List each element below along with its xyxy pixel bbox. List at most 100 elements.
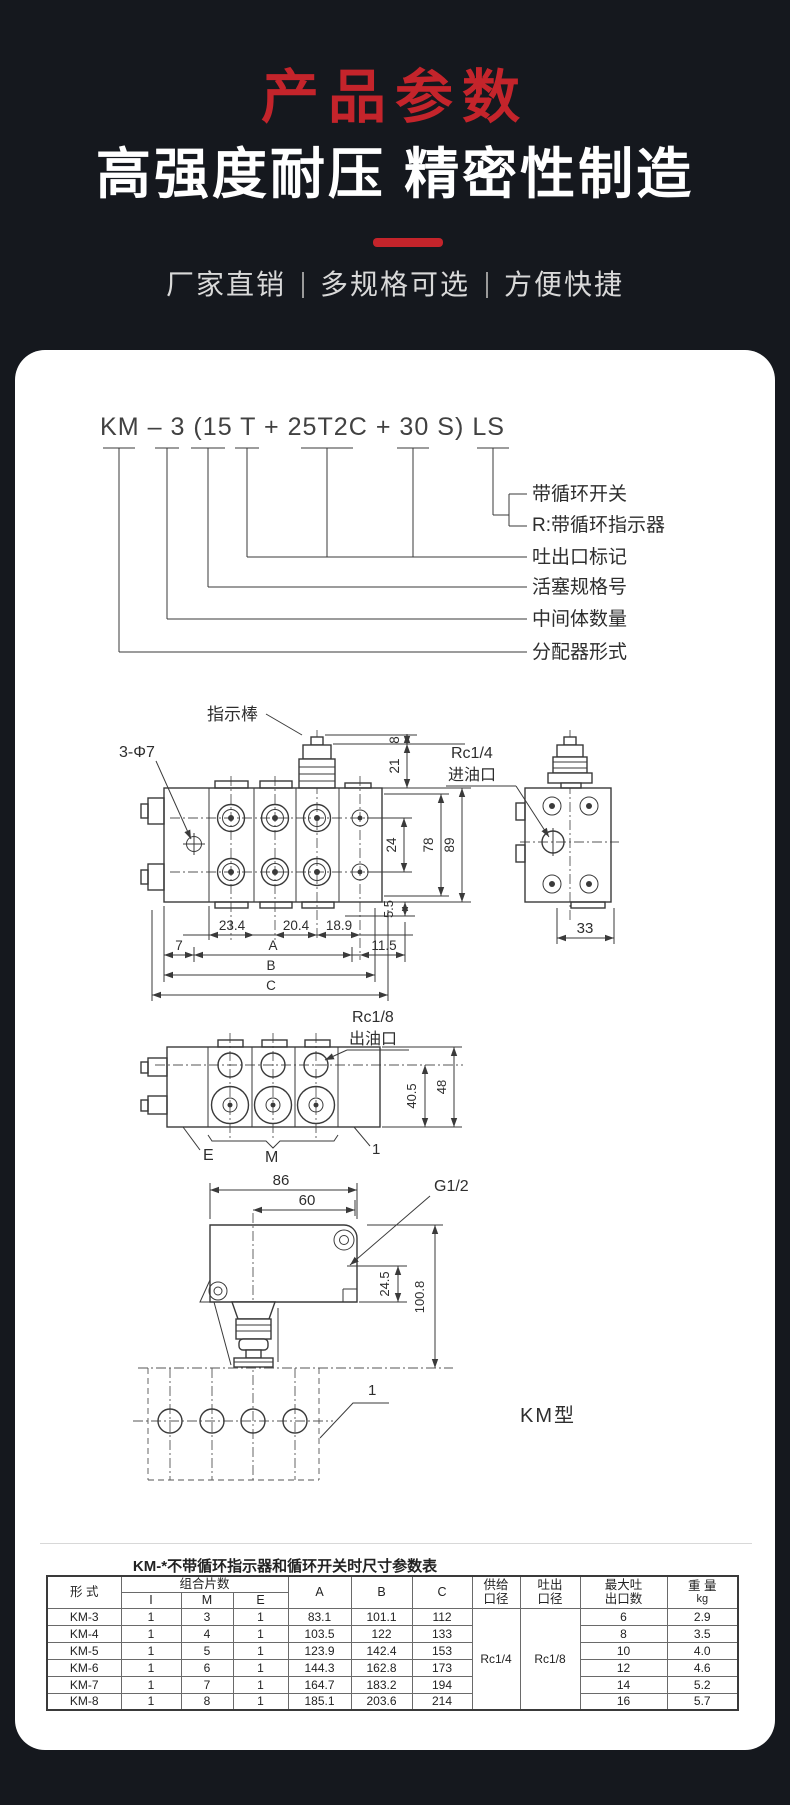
tagline: 厂家直销多规格可选方便快捷 (0, 263, 790, 303)
callout-piston-spec: 活塞规格号 (532, 576, 627, 598)
spec-table-cell: 1 (120, 1675, 182, 1694)
spec-table-cell: KM-4 (46, 1624, 122, 1643)
spec-table-cell: 173 (411, 1658, 473, 1677)
tagline-part: 多规格可选 (319, 269, 470, 300)
table-title: KM-*不带循环指示器和循环开关时尺寸参数表 (132, 1558, 438, 1575)
outlet-port-label: Rc1/8 (352, 1009, 394, 1026)
callout-intermediate-count: 中间体数量 (532, 608, 627, 630)
spec-table-cell: 14 (579, 1675, 668, 1694)
dim-20-4: 20.4 (283, 918, 310, 933)
table-separator (40, 1543, 752, 1544)
dim-18-9: 18.9 (326, 918, 352, 933)
pump-port-label: G1/2 (434, 1178, 469, 1195)
page-title: 产品参数 (260, 65, 529, 130)
grease-fitting (231, 1301, 276, 1368)
col-discharge: 吐出口径 (519, 1575, 581, 1609)
spec-table-cell: KM-5 (46, 1641, 122, 1660)
front-view-drawing: 指示棒 (119, 705, 471, 1001)
spec-table-cell: 6 (180, 1658, 234, 1677)
spec-table-cell: 142.4 (350, 1641, 413, 1660)
spec-table-cell: 5.2 (666, 1675, 739, 1694)
spec-table-cell: 1 (120, 1658, 182, 1677)
technical-drawing: KM – 3 (15 T + 25T2C + 30 S) LS 带循环开关 R:… (100, 413, 665, 1481)
dim-A: A (268, 938, 277, 953)
label-middle-blocks: M (265, 1149, 278, 1166)
col-max-outlets: 最大吐出口数 (579, 1575, 668, 1609)
outlet-port-name: 出油口 (349, 1030, 397, 1048)
spec-table-cell: 194 (411, 1675, 473, 1694)
col-b: B (350, 1575, 413, 1609)
spec-table-cell: 1 (232, 1692, 289, 1711)
tagline-part: 厂家直销 (165, 269, 286, 300)
supply-port-cell: Rc1/4 (471, 1607, 521, 1711)
spec-table-cell: 5.7 (666, 1692, 739, 1711)
outlet-view-drawing: Rc1/8 出油口 40.5 48 (140, 1009, 463, 1166)
spec-table-cell: 144.3 (287, 1658, 352, 1677)
dim-23-4: 23.4 (219, 918, 246, 933)
dim-100-8: 100.8 (412, 1281, 427, 1314)
spec-table-cell: 185.1 (287, 1692, 352, 1711)
spec-table-cell: 8 (579, 1624, 668, 1643)
outlet-ports (216, 803, 369, 887)
spec-table-cell: 164.7 (287, 1675, 352, 1694)
tagline-separator (486, 272, 488, 298)
model-code-diagram: KM – 3 (15 T + 25T2C + 30 S) LS 带循环开关 R:… (100, 413, 665, 663)
spec-table-cell: 10 (579, 1641, 668, 1660)
spec-table-cell: 1 (232, 1607, 289, 1626)
dim-60: 60 (299, 1192, 316, 1209)
spec-table-cell: 7 (180, 1675, 234, 1694)
spec-table-cell: 1 (232, 1641, 289, 1660)
col-a: A (287, 1575, 352, 1609)
callout-circulation-indicator: R:带循环指示器 (532, 514, 665, 536)
spec-table-cell: 1 (120, 1692, 182, 1711)
spec-table-cell: 83.1 (287, 1607, 352, 1626)
model-type-label: KM型 (520, 1404, 576, 1427)
spec-table-cell: 4.6 (666, 1658, 739, 1677)
spec-table-cell: 6 (579, 1607, 668, 1626)
col-c: C (411, 1575, 473, 1609)
dim-C: C (266, 978, 276, 993)
spec-card: KM – 3 (15 T + 25T2C + 30 S) LS 带循环开关 R:… (15, 350, 775, 1750)
spec-table-cell: 2.9 (666, 1607, 739, 1626)
col-i: I (120, 1591, 182, 1609)
col-m: M (180, 1591, 234, 1609)
dim-24: 24 (384, 837, 399, 853)
spec-table-cell: KM-7 (46, 1675, 122, 1694)
side-view-drawing: Rc1/4 进油口 (446, 730, 619, 944)
dim-11-5: 11.5 (371, 938, 396, 953)
spec-table-cell: 1 (232, 1675, 289, 1694)
spec-table-cell: 12 (579, 1658, 668, 1677)
spec-table-cell: 183.2 (350, 1675, 413, 1694)
spec-table-cell: 123.9 (287, 1641, 352, 1660)
spec-table-cell: 103.5 (287, 1624, 352, 1643)
mounting-footprint (133, 1367, 453, 1481)
discharge-port-cell: Rc1/8 (519, 1607, 581, 1711)
hero-subtitle: 高强度耐压 精密性制造 (95, 143, 695, 205)
hole-label: 3-Φ7 (119, 744, 155, 761)
spec-table-cell: KM-8 (46, 1692, 122, 1711)
spec-table-cell: 4 (180, 1624, 234, 1643)
spec-table-cell: 112 (411, 1607, 473, 1626)
spec-table-cell: 3 (180, 1607, 234, 1626)
spec-table-cell: 1 (120, 1607, 182, 1626)
col-e: E (232, 1591, 289, 1609)
col-supply: 供给口径 (471, 1575, 521, 1609)
spec-table-cell: 5 (180, 1641, 234, 1660)
inlet-port-label: Rc1/4 (451, 745, 493, 762)
col-group: 组合片数 (120, 1575, 289, 1593)
dim-24-5: 24.5 (377, 1271, 392, 1296)
dim-48: 48 (434, 1080, 449, 1094)
spec-table-cell: 214 (411, 1692, 473, 1711)
inlet-port-name: 进油口 (448, 766, 496, 784)
model-code-text: KM – 3 (15 T + 25T2C + 30 S) LS (100, 413, 505, 441)
dim-B: B (266, 958, 275, 973)
label-1: 1 (368, 1382, 376, 1399)
label-end-plate: E (203, 1147, 214, 1164)
spec-table-cell: 3.5 (666, 1624, 739, 1643)
